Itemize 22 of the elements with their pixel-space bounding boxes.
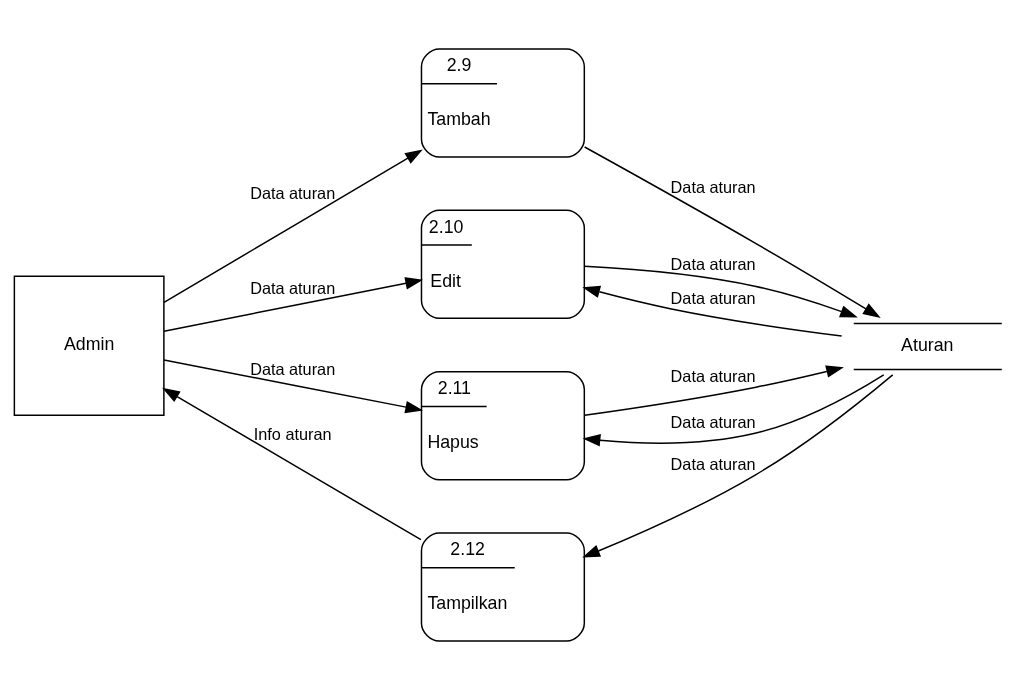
arrow bbox=[583, 265, 858, 318]
arrow bbox=[582, 374, 894, 558]
edge-label: Data aturan bbox=[670, 288, 756, 307]
node-box: Admin bbox=[13, 275, 165, 417]
node-text: Aturan bbox=[901, 335, 954, 356]
edge-label: Info aturan bbox=[253, 425, 332, 444]
arrow bbox=[163, 277, 424, 332]
arrow bbox=[583, 365, 844, 416]
edge-label: Data aturan bbox=[670, 454, 756, 473]
arrow bbox=[582, 374, 885, 447]
edge-label: Data aturan bbox=[250, 278, 336, 297]
edge-label: Data aturan bbox=[670, 367, 756, 386]
arrow bbox=[583, 146, 881, 318]
edge-label: Data aturan bbox=[670, 177, 756, 196]
edge-label: Data aturan bbox=[670, 413, 756, 432]
arrow bbox=[582, 285, 843, 337]
edge-label: Data aturan bbox=[250, 360, 336, 379]
edge-label: Data aturan bbox=[670, 254, 756, 273]
arrow bbox=[163, 149, 423, 304]
arrow bbox=[163, 359, 424, 414]
arrow bbox=[162, 387, 422, 541]
edge-label: Data aturan bbox=[250, 183, 336, 202]
